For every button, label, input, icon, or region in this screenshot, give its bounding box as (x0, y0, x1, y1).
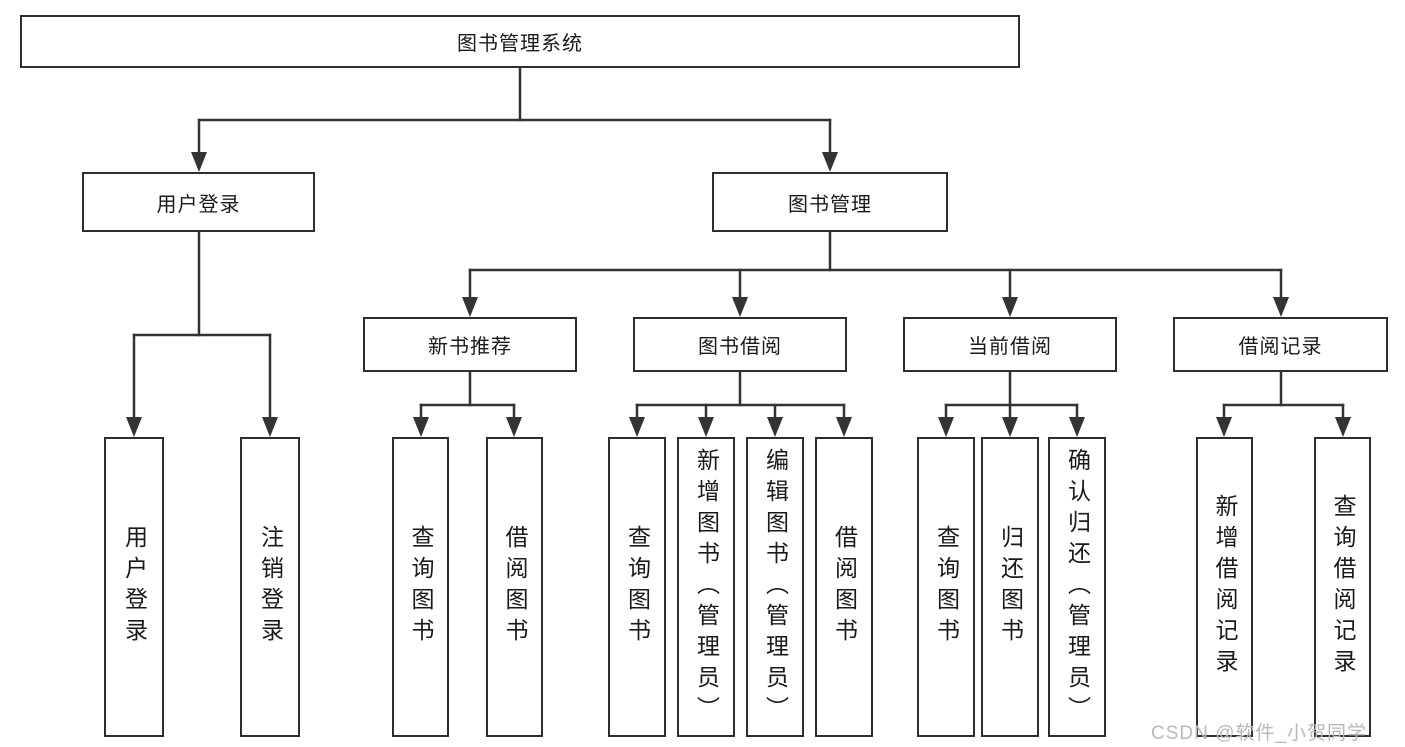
leaf-return-books-label: 归还图书 (997, 525, 1024, 649)
root-node-label: 图书管理系统 (457, 33, 583, 55)
leaf-edit-books-admin-label: 编辑图书（管理员） (762, 447, 789, 727)
leaf-return-books: 归还图书 (981, 437, 1039, 737)
leaf-confirm-return-admin: 确认归还（管理员） (1048, 437, 1106, 737)
leaf-borrow-borrow-books-label: 借阅图书 (831, 525, 858, 649)
node-book-borrow: 图书借阅 (633, 317, 847, 372)
leaf-user-login: 用户登录 (104, 437, 164, 737)
leaf-borrow-borrow-books: 借阅图书 (815, 437, 873, 737)
leaf-newbook-query-books: 查询图书 (392, 437, 449, 737)
node-book-management-label: 图书管理 (788, 193, 872, 216)
leaf-add-books-admin: 新增图书（管理员） (677, 437, 735, 737)
node-book-borrow-label: 图书借阅 (698, 336, 782, 358)
csdn-watermark: CSDN @软件_小贺同学 (1151, 723, 1367, 744)
leaf-confirm-return-admin-label: 确认归还（管理员） (1064, 447, 1091, 727)
leaf-current-query-books-label: 查询图书 (933, 525, 960, 649)
node-current-borrow: 当前借阅 (903, 317, 1117, 372)
leaf-newbook-query-books-label: 查询图书 (408, 525, 434, 649)
leaf-logout: 注销登录 (240, 437, 300, 737)
node-new-book-recommend: 新书推荐 (363, 317, 577, 372)
leaf-logout-label: 注销登录 (257, 525, 284, 649)
leaf-borrow-query-books: 查询图书 (608, 437, 666, 737)
leaf-borrow-query-books-label: 查询图书 (624, 525, 651, 649)
leaf-edit-books-admin: 编辑图书（管理员） (746, 437, 804, 737)
leaf-add-borrow-record: 新增借阅记录 (1196, 437, 1253, 737)
node-book-management: 图书管理 (712, 172, 948, 232)
node-borrow-record: 借阅记录 (1173, 317, 1388, 372)
node-borrow-record-label: 借阅记录 (1238, 336, 1323, 358)
node-current-borrow-label: 当前借阅 (968, 336, 1052, 358)
node-user-login: 用户登录 (82, 172, 315, 232)
root-node-library-system: 图书管理系统 (20, 15, 1020, 68)
leaf-query-borrow-record: 查询借阅记录 (1314, 437, 1371, 737)
node-new-book-recommend-label: 新书推荐 (428, 336, 512, 358)
leaf-user-login-label: 用户登录 (121, 525, 148, 649)
leaf-query-borrow-record-label: 查询借阅记录 (1330, 494, 1356, 680)
leaf-current-query-books: 查询图书 (917, 437, 975, 737)
leaf-newbook-borrow-books: 借阅图书 (486, 437, 543, 737)
leaf-newbook-borrow-books-label: 借阅图书 (502, 525, 528, 649)
leaf-add-borrow-record-label: 新增借阅记录 (1212, 494, 1238, 680)
leaf-add-books-admin-label: 新增图书（管理员） (693, 447, 720, 727)
node-user-login-label: 用户登录 (156, 193, 241, 216)
